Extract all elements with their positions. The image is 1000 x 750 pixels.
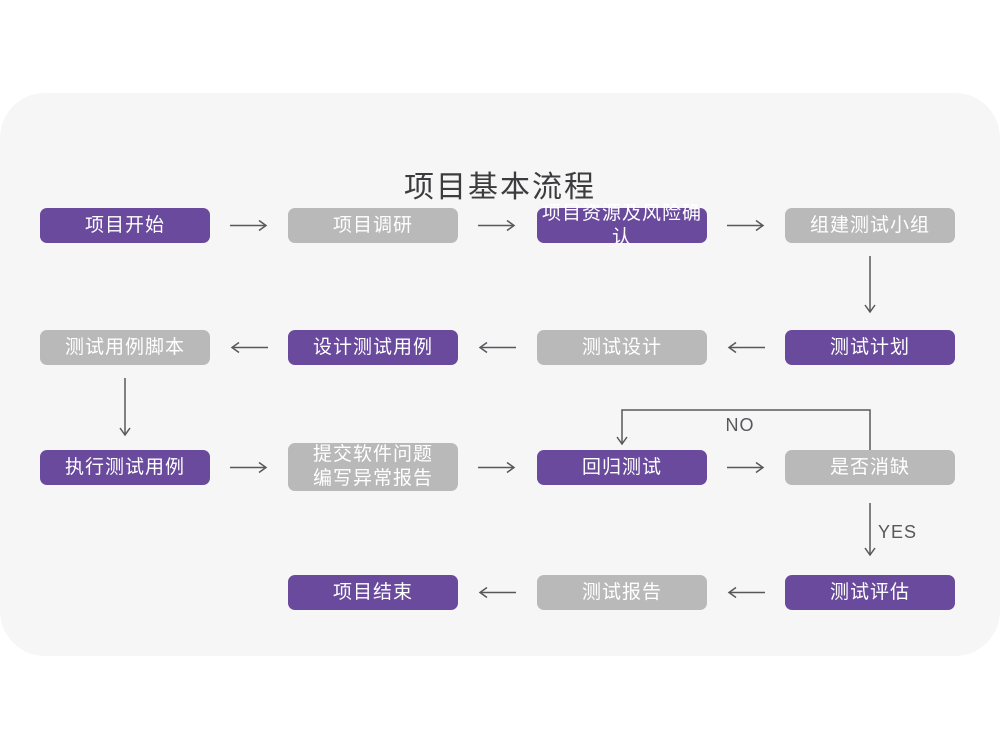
node-design-test-cases: 设计测试用例 — [288, 330, 458, 365]
node-project-start: 项目开始 — [40, 208, 210, 243]
node-project-resources-risk: 项目资源及风险确认 — [537, 203, 707, 248]
node-project-end: 项目结束 — [288, 575, 458, 610]
branch-label-yes: YES — [878, 522, 918, 542]
node-project-research: 项目调研 — [288, 208, 458, 243]
node-test-evaluation: 测试评估 — [785, 575, 955, 610]
node-test-plan: 测试计划 — [785, 330, 955, 365]
node-test-report: 测试报告 — [537, 575, 707, 610]
page-title: 项目基本流程 — [404, 171, 596, 205]
node-test-case-scripts: 测试用例脚本 — [40, 330, 210, 365]
flowchart-card — [0, 93, 1000, 656]
node-regression-test: 回归测试 — [537, 450, 707, 485]
node-execute-test-cases: 执行测试用例 — [40, 450, 210, 485]
branch-label-no: NO — [725, 415, 755, 435]
node-defect-cleared: 是否消缺 — [785, 450, 955, 485]
node-submit-issues-report: 提交软件问题 编写异常报告 — [288, 443, 458, 491]
node-test-design: 测试设计 — [537, 330, 707, 365]
node-build-test-team: 组建测试小组 — [785, 208, 955, 243]
